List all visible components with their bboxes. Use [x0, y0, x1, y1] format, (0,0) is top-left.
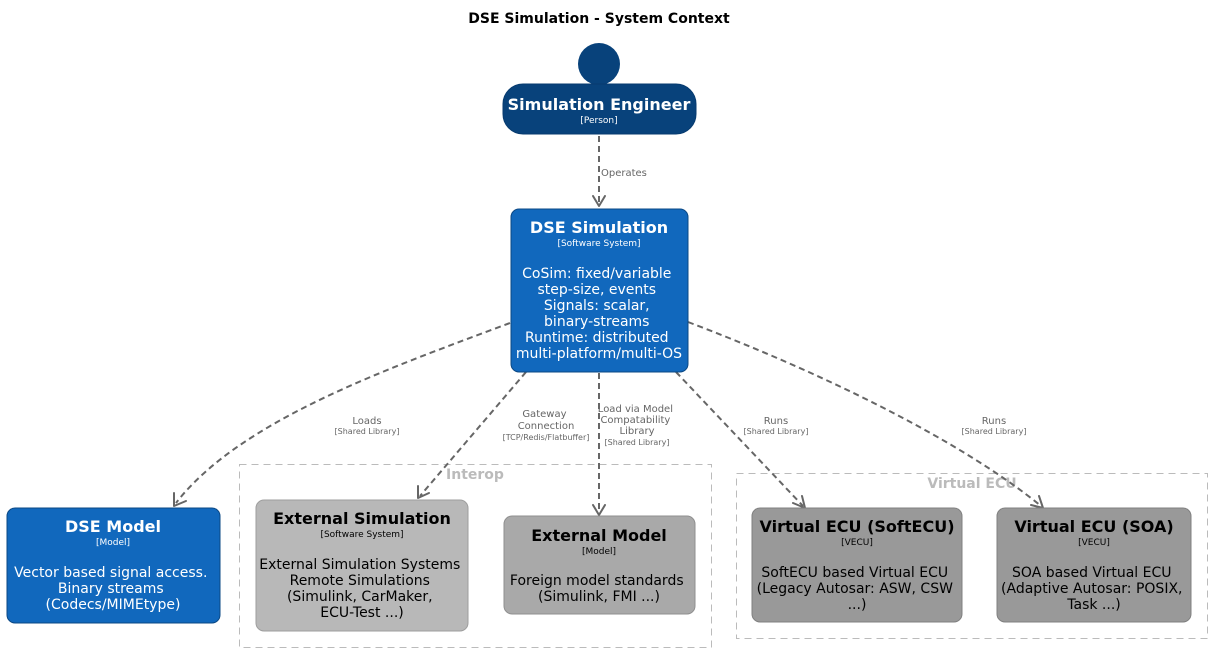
edge-loads-tech: [Shared Library] — [335, 427, 400, 436]
node-name: Simulation Engineer — [508, 95, 691, 114]
edge-gateway-label: Gateway Connection — [518, 409, 575, 432]
node-description: SoftECU based Virtual ECU (Legacy Autosa… — [757, 565, 958, 613]
node-description: CoSim: fixed/variable step-size, events … — [516, 266, 682, 362]
edge-loads-label: Loads — [352, 416, 381, 427]
node-name: DSE Simulation — [530, 218, 668, 237]
node-virtual-ecu-soa[interactable]: Virtual ECU (SOA) [VECU] SOA based Virtu… — [996, 507, 1192, 623]
node-tag: [Model] — [96, 538, 130, 548]
node-description: Foreign model standards (Simulink, FMI .… — [510, 573, 688, 605]
edge-load-via-tech: [Shared Library] — [605, 438, 670, 447]
boundary-virtual-ecu-label: Virtual ECU — [927, 476, 1016, 492]
node-name: External Model — [531, 526, 667, 545]
edge-gateway: Gateway Connection [TCP/Redis/Flatbuffer… — [417, 371, 590, 499]
node-dse-simulation[interactable]: DSE Simulation [Software System] CoSim: … — [510, 208, 689, 373]
edge-runs-soa-label: Runs — [982, 416, 1006, 427]
node-external-simulation[interactable]: External Simulation [Software System] Ex… — [255, 499, 469, 632]
edge-runs-softecu-label: Runs — [764, 416, 788, 427]
node-tag: [Person] — [580, 116, 617, 126]
boundary-interop: Interop — [239, 464, 712, 648]
node-description: Vector based signal access. Binary strea… — [14, 565, 212, 613]
boundary-virtual-ecu: Virtual ECU — [736, 473, 1208, 639]
node-virtual-ecu-softecu[interactable]: Virtual ECU (SoftECU) [VECU] SoftECU bas… — [751, 507, 963, 623]
node-tag: [Model] — [582, 547, 616, 557]
node-tag: [Software System] — [557, 239, 640, 249]
node-name: DSE Model — [65, 517, 161, 536]
edge-runs-softecu: Runs [Shared Library] — [675, 371, 809, 509]
node-name: External Simulation — [273, 509, 451, 528]
diagram-title: DSE Simulation - System Context — [468, 11, 730, 27]
edge-load-via: Load via Model Compatability Library [Sh… — [592, 373, 676, 516]
edge-runs-softecu-tech: [Shared Library] — [744, 427, 809, 436]
node-tag: [Software System] — [320, 530, 403, 540]
node-dse-model[interactable]: DSE Model [Model] Vector based signal ac… — [6, 507, 221, 624]
boundary-interop-label: Interop — [446, 467, 504, 483]
edge-operates: Operates — [592, 136, 647, 207]
node-simulation-engineer[interactable]: Simulation Engineer [Person] — [502, 43, 697, 135]
node-name: Virtual ECU (SOA) — [1014, 517, 1173, 536]
edge-gateway-tech: [TCP/Redis/Flatbuffer] — [503, 433, 590, 442]
person-head-icon — [578, 43, 620, 85]
node-tag: [VECU] — [1078, 538, 1110, 548]
edge-loads: Loads [Shared Library] — [173, 322, 511, 507]
node-tag: [VECU] — [841, 538, 873, 548]
node-external-model[interactable]: External Model [Model] Foreign model sta… — [503, 515, 696, 615]
node-description: External Simulation Systems Remote Simul… — [259, 557, 465, 621]
edge-runs-soa-tech: [Shared Library] — [962, 427, 1027, 436]
node-description: SOA based Virtual ECU (Adaptive Autosar:… — [1001, 565, 1187, 613]
edge-load-via-label: Load via Model Compatability Library — [598, 404, 676, 437]
edge-operates-label: Operates — [601, 168, 647, 179]
node-name: Virtual ECU (SoftECU) — [759, 517, 954, 536]
